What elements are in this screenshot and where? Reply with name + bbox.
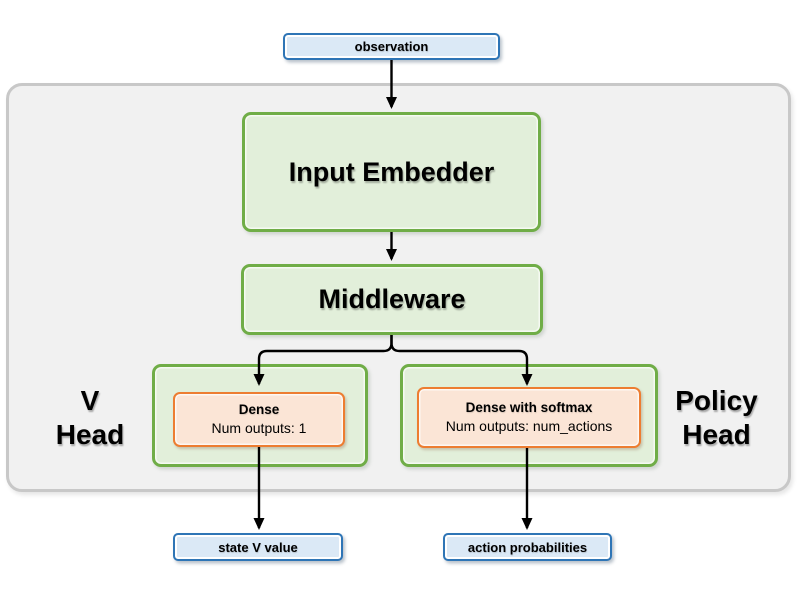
- policy-head-label-line2: Head: [682, 419, 751, 450]
- policy-head-label: Policy Head: [654, 384, 779, 452]
- action-probabilities-node: action probabilities: [443, 533, 612, 561]
- observation-node: observation: [283, 33, 500, 60]
- v-head-label: V Head: [35, 384, 145, 452]
- input-embedder-label: Input Embedder: [288, 156, 495, 187]
- v-head-label-line2: Head: [55, 419, 125, 450]
- policy-dense-title: Dense with softmax: [465, 399, 593, 415]
- policy-head-label-line1: Policy: [675, 385, 758, 416]
- v-dense-node: Dense Num outputs: 1: [173, 392, 345, 447]
- state-v-value-label: state V value: [218, 539, 298, 555]
- policy-dense-subtitle: Num outputs: num_actions: [445, 418, 613, 435]
- v-dense-title: Dense: [238, 401, 280, 417]
- action-probabilities-label: action probabilities: [467, 539, 588, 555]
- middleware-node: Middleware: [241, 264, 543, 335]
- observation-label: observation: [354, 39, 429, 54]
- middleware-label: Middleware: [318, 284, 466, 314]
- v-head-label-line1: V: [80, 385, 100, 416]
- policy-dense-node: Dense with softmax Num outputs: num_acti…: [417, 387, 641, 448]
- state-v-value-node: state V value: [173, 533, 343, 561]
- input-embedder-node: Input Embedder: [242, 112, 541, 232]
- v-dense-subtitle: Num outputs: 1: [211, 420, 307, 437]
